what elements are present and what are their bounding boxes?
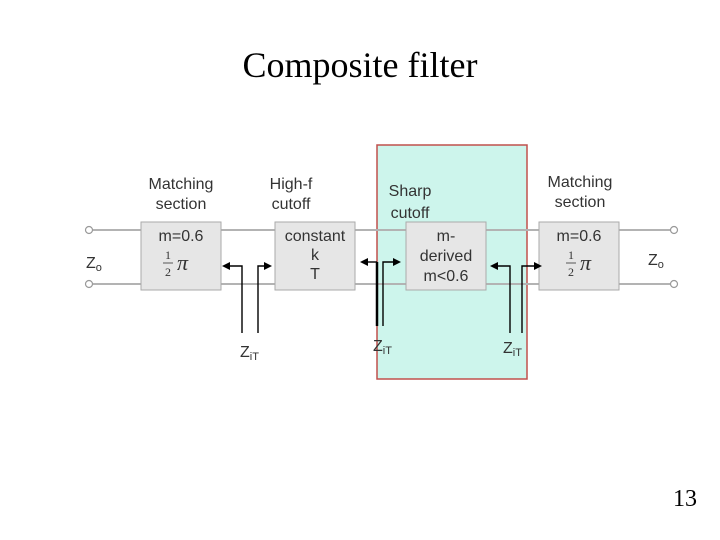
zo-right-label: Zo xyxy=(648,252,664,271)
zit-label-2: ZiT xyxy=(373,338,392,357)
high-f-box xyxy=(274,221,356,291)
matching-right-box xyxy=(538,221,620,291)
slide-title: Composite filter xyxy=(242,45,478,85)
zit-probe-3 xyxy=(490,262,542,333)
sharp-heading-1: Sharp xyxy=(389,183,432,200)
sharp-box xyxy=(405,221,487,291)
high-f-line-2: k xyxy=(311,247,320,264)
high-f-line-1: constant xyxy=(285,228,346,245)
sharp-line-2: derived xyxy=(420,248,472,265)
matching-left-m-value: m=0.6 xyxy=(159,228,204,245)
matching-right-half-den: 2 xyxy=(568,265,574,279)
matching-left-heading-2: section xyxy=(156,196,207,213)
matching-left-heading-1: Matching xyxy=(149,176,214,193)
matching-right-heading-2: section xyxy=(555,194,606,211)
sharp-line-3: m<0.6 xyxy=(424,268,469,285)
terminal-left-top xyxy=(84,225,94,235)
terminal-left-bottom xyxy=(84,279,94,289)
matching-left-box xyxy=(140,221,222,291)
zit-probe-1 xyxy=(222,262,272,333)
sharp-line-1: m- xyxy=(437,228,456,245)
matching-left-half-den: 2 xyxy=(165,265,171,279)
matching-right-m-value: m=0.6 xyxy=(557,228,602,245)
zit-label-1: ZiT xyxy=(240,344,259,363)
zit-probe-2 xyxy=(360,258,401,326)
zit-label-3: ZiT xyxy=(503,340,522,359)
matching-left-pi: π xyxy=(177,250,189,275)
high-f-heading-2: cutoff xyxy=(272,196,311,213)
high-f-line-3: T xyxy=(310,266,320,283)
terminals xyxy=(84,225,679,289)
terminal-right-bottom xyxy=(669,279,679,289)
page-number: 13 xyxy=(673,486,697,512)
matching-right-pi: π xyxy=(580,250,592,275)
matching-left-half-num: 1 xyxy=(165,248,171,262)
sharp-heading-2: cutoff xyxy=(391,205,430,222)
matching-right-half-num: 1 xyxy=(568,248,574,262)
matching-right-heading-1: Matching xyxy=(548,174,613,191)
terminal-right-top xyxy=(669,225,679,235)
high-f-heading-1: High-f xyxy=(270,176,313,193)
zo-left-label: Zo xyxy=(86,255,102,274)
